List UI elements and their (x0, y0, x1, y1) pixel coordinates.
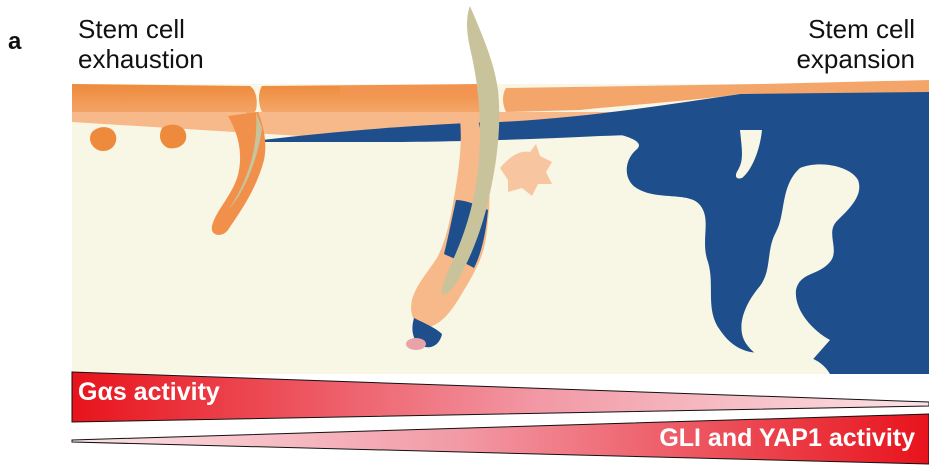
cyst-2 (160, 125, 186, 149)
epidermis-highlight (340, 84, 492, 100)
gli-yap1-activity-label: GLI and YAP1 activity (659, 424, 915, 453)
epidermis (72, 84, 257, 115)
gas-activity-label: Gαs activity (78, 378, 220, 407)
dermal-papilla (406, 338, 426, 350)
